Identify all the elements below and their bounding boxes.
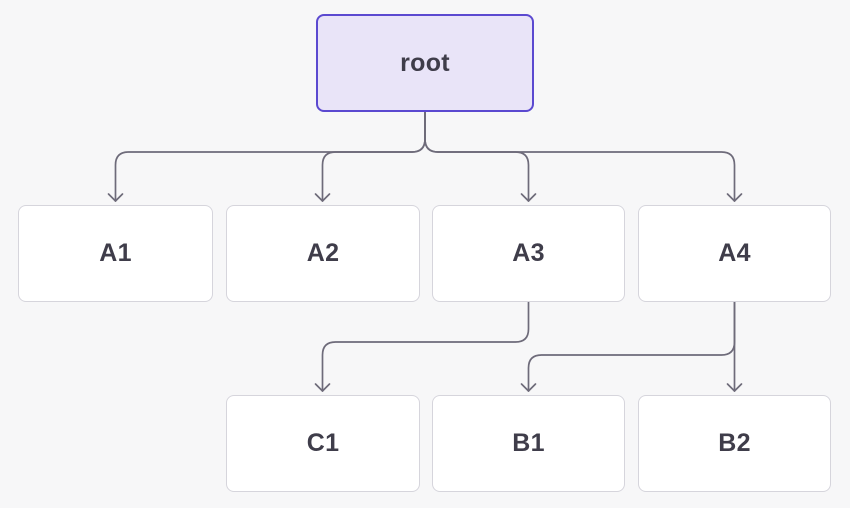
arrowhead-a1 bbox=[107, 193, 124, 202]
arrowhead-c1 bbox=[314, 383, 331, 392]
edge-root-a2 bbox=[321, 111, 426, 202]
node-a1-label: A1 bbox=[99, 239, 132, 267]
node-a1[interactable]: A1 bbox=[18, 205, 213, 302]
node-a2-label: A2 bbox=[306, 239, 340, 267]
edge-a3-c1 bbox=[321, 301, 530, 392]
edge-a4-b1 bbox=[527, 301, 736, 392]
node-a4[interactable]: A4 bbox=[638, 205, 831, 302]
node-a3[interactable]: A3 bbox=[432, 205, 625, 302]
node-b1-label: B1 bbox=[512, 429, 545, 457]
edge-root-a4 bbox=[424, 111, 736, 202]
arrowhead-a3 bbox=[520, 193, 537, 202]
node-b2[interactable]: B2 bbox=[638, 395, 831, 492]
node-a2[interactable]: A2 bbox=[226, 205, 420, 302]
arrowhead-a2 bbox=[314, 193, 331, 202]
arrowhead-a4 bbox=[726, 193, 743, 202]
node-a3-label: A3 bbox=[512, 239, 545, 267]
arrowhead-b1 bbox=[520, 383, 537, 392]
node-b2-label: B2 bbox=[718, 429, 751, 457]
edge-root-a3 bbox=[424, 111, 530, 202]
edge-root-a1 bbox=[114, 111, 426, 202]
node-c1[interactable]: C1 bbox=[226, 395, 420, 492]
node-b1[interactable]: B1 bbox=[432, 395, 625, 492]
node-c1-label: C1 bbox=[306, 429, 340, 457]
node-root-label: root bbox=[400, 48, 450, 77]
node-a4-label: A4 bbox=[718, 239, 751, 267]
arrowhead-b2 bbox=[726, 383, 743, 392]
node-root[interactable]: root bbox=[316, 14, 534, 112]
